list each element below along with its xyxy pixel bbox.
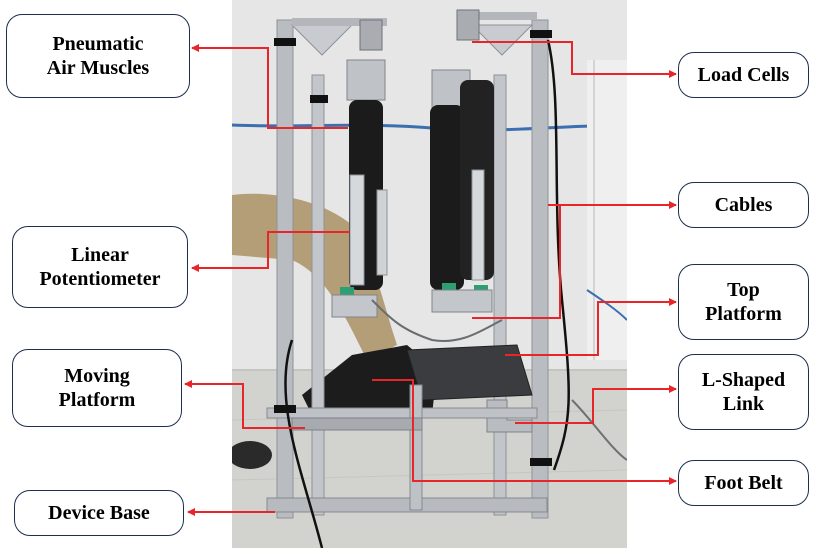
label-moving-platform: Moving Platform [12, 349, 182, 427]
device-photo [232, 0, 627, 548]
load-cell-right [456, 9, 480, 41]
arrow-cables-branch [472, 205, 561, 319]
arrow-load [472, 41, 677, 78]
air-muscle-mid [430, 105, 464, 290]
device-base-bar [266, 497, 548, 513]
label-linear-potentiometer: Linear Potentiometer [12, 226, 188, 308]
arrow-foot [372, 379, 677, 485]
frame-upright-left [276, 19, 294, 519]
label-top-platform: Top Platform [678, 264, 809, 340]
arrow-linear [191, 231, 350, 272]
moving-platform [291, 417, 423, 431]
label-cables: Cables [678, 182, 809, 228]
label-load-cells: Load Cells [678, 52, 809, 98]
load-cell-left [359, 19, 383, 51]
arrow-top [505, 298, 677, 356]
label-foot-belt: Foot Belt [678, 460, 809, 506]
label-device-base: Device Base [14, 490, 184, 536]
frame-upright-right [531, 19, 549, 519]
label-pneumatic-air-muscles: Pneumatic Air Muscles [6, 14, 190, 98]
arrow-lshaped [515, 385, 677, 424]
label-l-shaped-link: L-Shaped Link [678, 354, 809, 430]
arrow-pneumatic [191, 44, 348, 129]
shoe [302, 345, 437, 415]
wall [232, 0, 627, 370]
arrow-moving [184, 380, 305, 429]
